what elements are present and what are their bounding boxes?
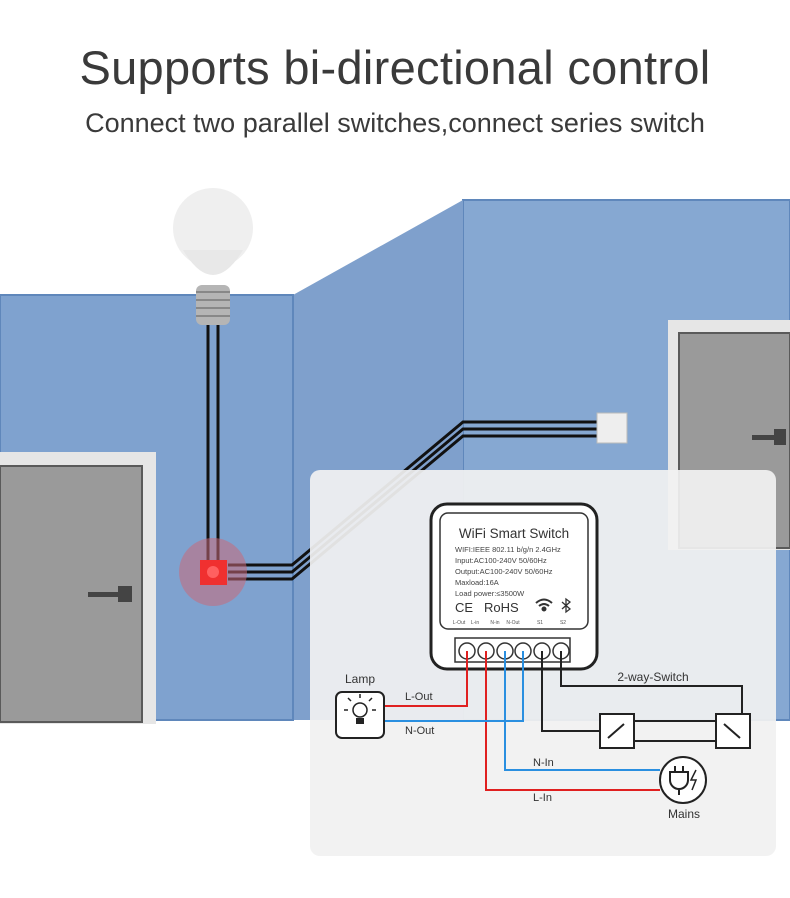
lamp-label: Lamp [345, 672, 375, 686]
l-in-label: L-In [533, 792, 552, 804]
page-title: Supports bi-directional control [79, 41, 711, 94]
device-spec: Input:AC100-240V 50/60Hz [455, 556, 547, 565]
two-way-switch-icon [599, 713, 751, 749]
light-bulb-icon [173, 188, 253, 325]
device-name: WiFi Smart Switch [459, 526, 569, 541]
device-spec: Load power:≤3500W [455, 589, 525, 598]
lamp-icon [335, 691, 385, 739]
n-out-label: N-Out [405, 725, 434, 737]
smart-switch-location [179, 538, 247, 606]
terminal-label: L-Out [453, 620, 466, 626]
terminal-label: S1 [537, 620, 543, 626]
mains-label: Mains [668, 807, 700, 821]
l-out-label: L-Out [405, 691, 433, 703]
wall-switch [596, 412, 628, 444]
bluetooth-icon [561, 597, 572, 614]
ce-mark: CE [455, 600, 473, 615]
wifi-icon [535, 598, 553, 612]
circuit-wires [384, 651, 743, 791]
terminal-label: L-in [471, 620, 480, 626]
device-spec: Output:AC100-240V 50/60Hz [455, 567, 553, 576]
terminal-label: S2 [560, 620, 566, 626]
rohs-mark: RoHS [484, 600, 519, 615]
terminal-label: N-Out [506, 620, 520, 626]
n-in-label: N-In [533, 757, 554, 769]
two-way-switch-label: 2-way-Switch [617, 670, 688, 684]
smart-switch-device: WiFi Smart Switch WIFI:IEEE 802.11 b/g/n… [429, 502, 599, 671]
left-door [0, 452, 156, 724]
mains-plug-icon [659, 756, 707, 804]
device-spec: Maxload:16A [455, 578, 499, 587]
page-subtitle: Connect two parallel switches,connect se… [85, 108, 705, 138]
device-spec: WIFI:IEEE 802.11 b/g/n 2.4GHz [455, 545, 561, 554]
terminal-label: N-in [490, 620, 499, 626]
